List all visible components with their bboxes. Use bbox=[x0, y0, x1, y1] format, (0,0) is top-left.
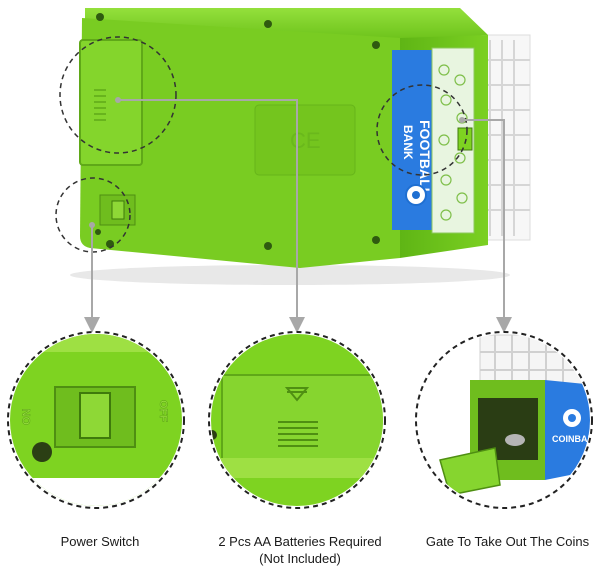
caption-batteries-line2: (Not Included) bbox=[259, 551, 341, 566]
svg-text:CE: CE bbox=[290, 128, 321, 153]
detail-power-switch: ON OFF bbox=[7, 331, 185, 509]
coin-bank-label: COINBANK bbox=[552, 434, 600, 444]
caption-batteries-line1: 2 Pcs AA Batteries Required bbox=[218, 534, 382, 549]
switch-on-label: ON bbox=[21, 408, 33, 425]
caption-gate-text: Gate To Take Out The Coins bbox=[425, 534, 590, 549]
connector-arrows bbox=[84, 99, 512, 333]
bank-label-line1: FOOTBALL bbox=[417, 120, 433, 197]
caption-gate: Gate To Take Out The Coins bbox=[420, 533, 595, 550]
caption-power-switch-text: Power Switch bbox=[60, 534, 140, 549]
detail-coin-gate: COINBANK bbox=[415, 331, 600, 509]
caption-batteries: 2 Pcs AA Batteries Required (Not Include… bbox=[200, 533, 400, 567]
caption-power-switch: Power Switch bbox=[30, 533, 170, 550]
switch-off-label: OFF bbox=[157, 400, 169, 422]
bank-label-line2: BANK bbox=[401, 125, 415, 160]
coin-bank-body: CE FOOTBALL BANK bbox=[70, 8, 531, 285]
detail-battery-door bbox=[208, 331, 386, 509]
